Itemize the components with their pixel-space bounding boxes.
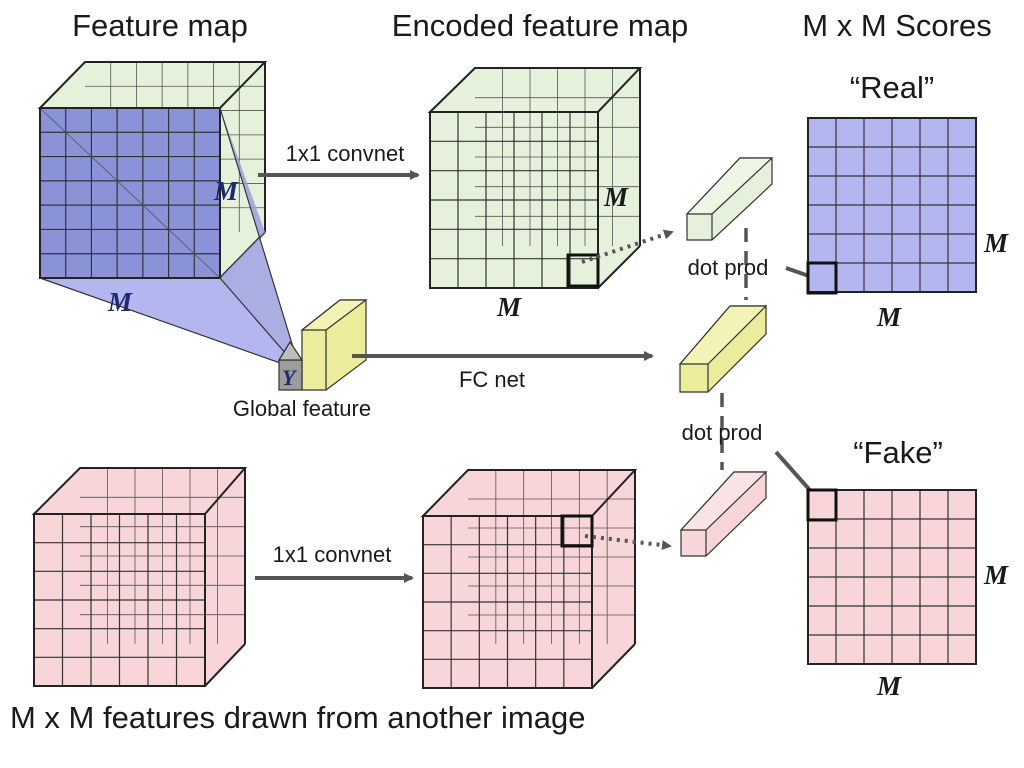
m-label-feature-map-bottom: M [107, 287, 133, 317]
m-label-encoded-side: M [603, 182, 629, 212]
title-encoded-feature-map: Encoded feature map [392, 8, 688, 43]
m-label-fake-bottom: M [876, 671, 902, 701]
m-label-real-bottom: M [876, 302, 902, 332]
title-feature-map: Feature map [72, 8, 248, 43]
y-label: Y [282, 365, 298, 390]
feature-map-cube [37, 61, 301, 371]
title-scores: M x M Scores [802, 8, 991, 43]
other-image-feature-cube [31, 467, 248, 687]
encoded-vector-top [685, 157, 774, 241]
real-scores-grid [806, 117, 977, 295]
global-feature-vector [277, 299, 368, 391]
dot-prod-top-label: dot prod [688, 255, 769, 280]
real-label: “Real” [850, 70, 934, 105]
another-image-caption: M x M features drawn from another image [10, 700, 585, 735]
fake-label: “Fake” [853, 435, 943, 470]
m-label-real-side: M [983, 228, 1009, 258]
fc-net-label: FC net [459, 367, 525, 392]
encoded-other-image-cube [420, 469, 638, 689]
conv-top-label: 1x1 convnet [286, 141, 405, 166]
m-label-feature-map-side: M [213, 176, 239, 206]
dot-prod-bottom-label: dot prod [682, 420, 763, 445]
m-label-encoded-bottom: M [496, 292, 522, 322]
fake-scores-grid [806, 488, 977, 665]
encoded-feature-map-cube [427, 67, 643, 289]
fc-output-vector [678, 305, 768, 393]
arrow-fake-cell-to-vector [584, 534, 672, 551]
conv-bottom-label: 1x1 convnet [273, 542, 392, 567]
global-feature-label: Global feature [233, 396, 371, 421]
m-label-fake-side: M [983, 560, 1009, 590]
encoded-vector-bottom [679, 471, 768, 557]
